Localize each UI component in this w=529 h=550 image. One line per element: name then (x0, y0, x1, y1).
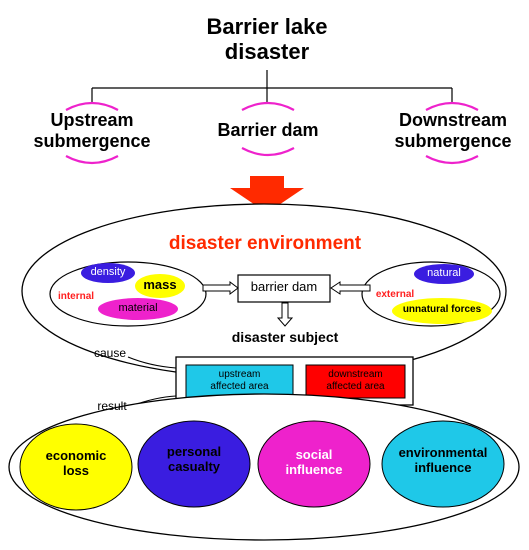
upstream-affected-line1: upstream (218, 369, 261, 380)
branch-dam: Barrier dam (192, 120, 344, 141)
branch-upstream-line2: submergence (33, 130, 151, 151)
barrier-dam-label: barrier dam (250, 279, 318, 294)
material-oval (98, 298, 178, 320)
density-oval (81, 263, 135, 283)
natural-label: natural (427, 267, 461, 279)
downstream-affected-box (305, 364, 406, 399)
down-arrow (230, 176, 304, 213)
upstream-affected-line2: affected area (210, 380, 269, 392)
economic-loss-circle (19, 423, 133, 511)
downstream-affected-line1: downstream (328, 369, 383, 380)
internal-label: internal (57, 291, 95, 302)
economic-loss-label: economic loss (30, 448, 122, 479)
upstream-affected-box (185, 364, 294, 399)
social-influence-line2: influence (285, 461, 343, 477)
arrow-dam-to-subject (276, 302, 294, 327)
natural-oval (414, 264, 474, 284)
material-label: material (118, 302, 158, 314)
barrier-dam-box (237, 274, 331, 303)
disaster-subject-label: disaster subject (231, 329, 339, 345)
arrow-internal-to-dam (202, 281, 239, 295)
mass-oval (135, 274, 185, 298)
arc-upstream-top (65, 101, 119, 111)
cause-line (127, 356, 177, 369)
root-line1: Barrier lake (206, 14, 328, 39)
branch-upstream-line1: Upstream (50, 110, 134, 130)
arc-dam-bottom (241, 147, 295, 157)
economic-loss-line1: economic (45, 448, 107, 463)
arrow-external-to-dam (330, 281, 371, 295)
hollow-arrows (202, 281, 371, 327)
personal-casualty-label: personal casualty (148, 444, 240, 475)
root-node: Barrier lake disaster (167, 14, 367, 65)
arc-downstream-top (425, 101, 479, 111)
social-influence-label: social influence (268, 447, 360, 478)
arc-downstream-bottom (425, 155, 479, 165)
result-label: result (97, 399, 127, 413)
environment-title: disaster environment (168, 233, 362, 254)
branch-arcs (65, 101, 479, 165)
branch-downstream-line2: submergence (394, 130, 512, 151)
unnatural-forces-oval (392, 298, 492, 324)
branch-downstream-line1: Downstream (398, 110, 508, 130)
environmental-influence-line2: influence (414, 459, 472, 475)
downstream-affected-line2: affected area (326, 380, 385, 392)
environmental-influence-line1: environmental (398, 445, 488, 460)
unnatural-forces-label: unnatural forces (402, 304, 482, 315)
arc-upstream-bottom (65, 155, 119, 165)
downstream-affected-label: downstream affected area (306, 369, 405, 392)
density-label: density (90, 266, 126, 278)
environmental-influence-circle (381, 420, 505, 508)
external-label: external (375, 289, 415, 300)
branch-downstream: Downstream submergence (377, 110, 529, 151)
personal-casualty-line2: casualty (167, 458, 221, 474)
cause-label: cause (93, 346, 127, 360)
personal-casualty-circle (137, 420, 251, 508)
environmental-influence-label: environmental influence (386, 445, 500, 476)
social-influence-line1: social (295, 447, 333, 462)
upstream-affected-label: upstream affected area (186, 369, 293, 392)
root-line2: disaster (224, 39, 310, 65)
personal-casualty-line1: personal (166, 444, 222, 459)
mass-label: mass (143, 277, 177, 292)
economic-loss-line2: loss (62, 462, 89, 478)
branch-dam-line1: Barrier dam (217, 120, 319, 140)
branch-upstream: Upstream submergence (17, 110, 167, 151)
social-influence-circle (257, 420, 371, 508)
arc-dam-top (241, 101, 295, 111)
